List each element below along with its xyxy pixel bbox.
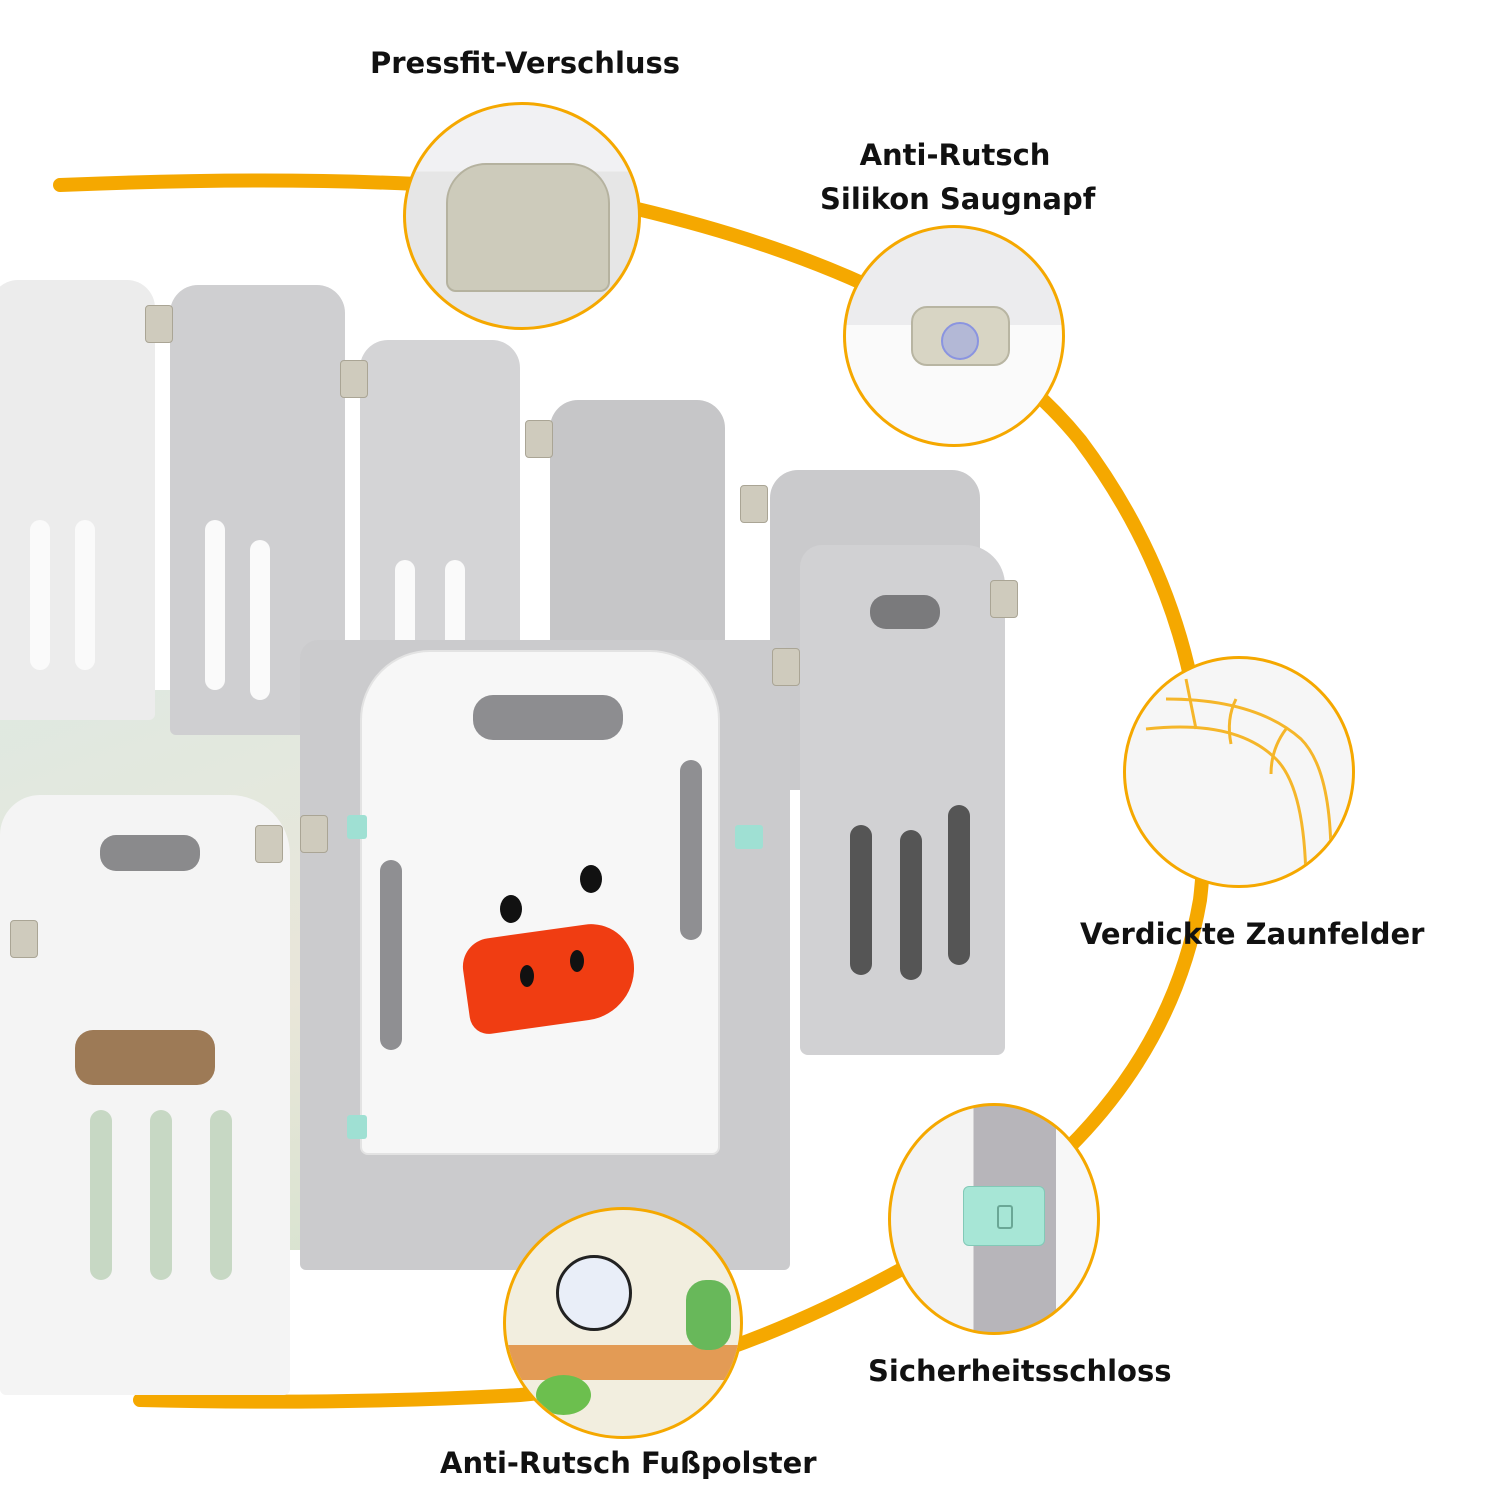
panel-handle	[870, 595, 940, 629]
hinge-icon	[340, 360, 368, 398]
hinge-icon	[10, 920, 38, 958]
panel-slot	[250, 540, 270, 700]
panel-slot	[205, 520, 225, 690]
feature-label-thick-panels: Verdickte Zaunfelder	[1080, 917, 1425, 951]
feature-label-lock: Sicherheitsschloss	[868, 1354, 1172, 1388]
gate-door	[360, 650, 720, 1155]
hinge-icon	[990, 580, 1018, 618]
panel-slot	[30, 520, 50, 670]
panel-slot	[210, 1110, 232, 1280]
hinge-icon	[145, 305, 173, 343]
duck-nostril	[570, 950, 584, 972]
panel-front-left	[0, 795, 290, 1395]
panel-slot	[75, 520, 95, 670]
hinge-icon	[255, 825, 283, 863]
panel-slot	[948, 805, 970, 965]
panel-slot	[150, 1110, 172, 1280]
detail-suction-cup	[843, 225, 1065, 447]
feature-label-suction-line1: Anti-Rutsch	[859, 138, 1051, 172]
panel-slot	[90, 1110, 112, 1280]
hinge-icon	[300, 815, 328, 853]
feature-label-pressfit: Pressfit-Verschluss	[370, 46, 681, 80]
safety-lock-icon	[963, 1186, 1045, 1246]
gate-handle	[473, 695, 623, 740]
duck-eye-right	[580, 865, 602, 893]
lock-clip-icon	[347, 815, 367, 839]
hinge-icon	[740, 485, 768, 523]
panel-slot	[850, 825, 872, 975]
gate-slot-right	[680, 760, 702, 940]
panel-cutout	[75, 1030, 215, 1085]
duck-nostril	[520, 965, 534, 987]
panel-handle	[100, 835, 200, 871]
detail-play-mat	[503, 1207, 743, 1439]
detail-thick-panels	[1123, 656, 1355, 888]
detail-pressfit	[403, 102, 641, 330]
gate-slot-left	[380, 860, 402, 1050]
lock-clip-icon	[735, 825, 763, 849]
feature-label-mat: Anti-Rutsch Fußpolster	[440, 1446, 817, 1480]
feature-label-suction: Anti-Rutsch Silikon Saugnapf	[820, 134, 1096, 221]
feature-label-suction-line2: Silikon Saugnapf	[820, 181, 1096, 216]
hinge-closure-icon	[446, 163, 610, 292]
thick-panel-edge-icon	[1145, 678, 1333, 885]
detail-safety-lock	[888, 1103, 1100, 1335]
panel-slot	[900, 830, 922, 980]
lock-clip-icon	[347, 1115, 367, 1139]
duck-eye-left	[500, 895, 522, 923]
hinge-icon	[772, 648, 800, 686]
suction-cup-icon	[911, 306, 1010, 366]
hinge-icon	[525, 420, 553, 458]
